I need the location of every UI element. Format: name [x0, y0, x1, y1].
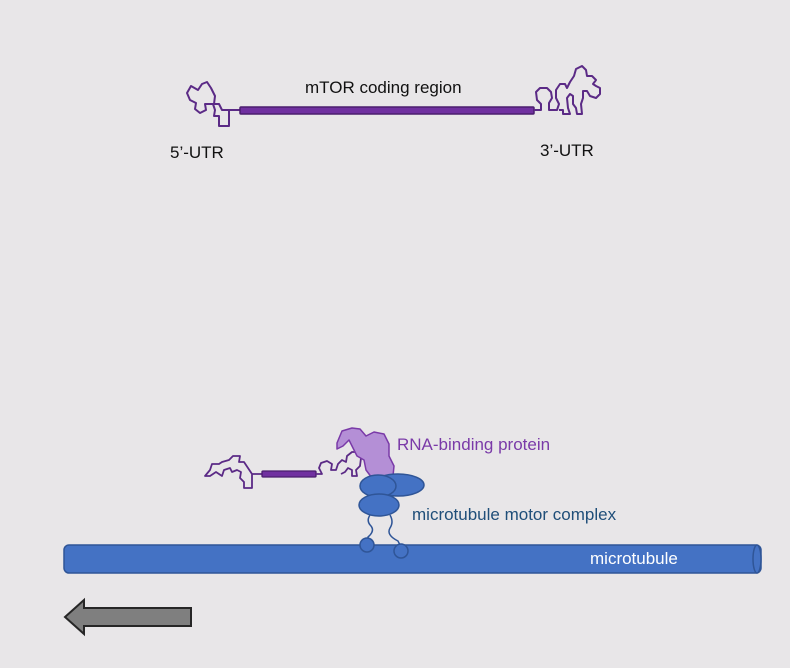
motor-leg-right	[388, 514, 401, 546]
small-mrna-coding-bar	[261, 470, 317, 478]
utr5-label: 5’-UTR	[170, 143, 224, 162]
mrna-diagram	[186, 65, 601, 127]
utr5-structure	[186, 81, 240, 127]
rna-binding-protein-label: RNA-binding protein	[397, 435, 551, 454]
utr3-label: 3’-UTR	[540, 141, 594, 160]
small-mrna-utr3	[316, 451, 362, 477]
direction-arrow	[63, 597, 192, 637]
coding-region-label: mTOR coding region	[305, 78, 462, 97]
microtubule	[63, 544, 762, 574]
small-mrna-utr5	[204, 455, 262, 489]
motor-leg-left	[367, 514, 374, 540]
transport-complex	[204, 427, 425, 559]
microtubule-label: microtubule	[590, 549, 678, 568]
motor-body	[358, 493, 400, 517]
motor-foot-right	[393, 543, 409, 559]
coding-region-bar	[239, 106, 535, 115]
microtubule-end	[752, 544, 762, 574]
motor-foot-left	[359, 537, 375, 553]
utr3-structure	[534, 65, 601, 115]
motor-complex-label: microtubule motor complex	[412, 505, 617, 524]
